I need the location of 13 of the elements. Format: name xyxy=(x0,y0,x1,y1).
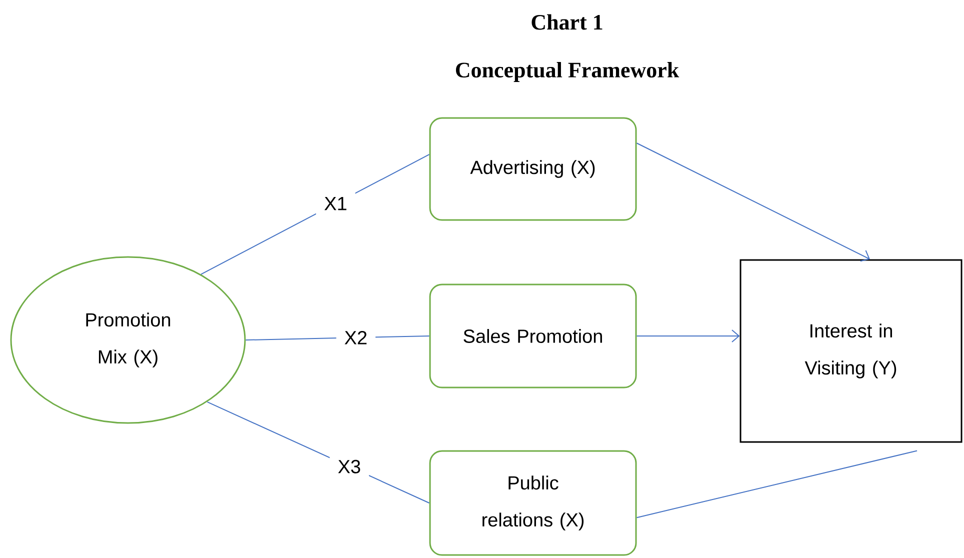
connector-line xyxy=(636,450,918,518)
rounded-box: Sales Promotion xyxy=(429,284,637,388)
ellipse-node: Promotion Mix (X) xyxy=(10,256,246,424)
rounded-box: Advertising (X) xyxy=(429,117,637,221)
edge-label: X3 xyxy=(330,452,369,482)
arrow xyxy=(636,142,870,262)
chart-title: Chart 1 xyxy=(532,14,602,30)
edge-label: X2 xyxy=(336,322,376,352)
rounded-box: Public relations (X) xyxy=(429,450,637,556)
arrow xyxy=(636,330,740,342)
outcome-box: Interest in Visiting (Y) xyxy=(740,259,962,443)
edge-label: X1 xyxy=(316,189,356,218)
framework-title: Conceptual Framework xyxy=(456,62,680,82)
